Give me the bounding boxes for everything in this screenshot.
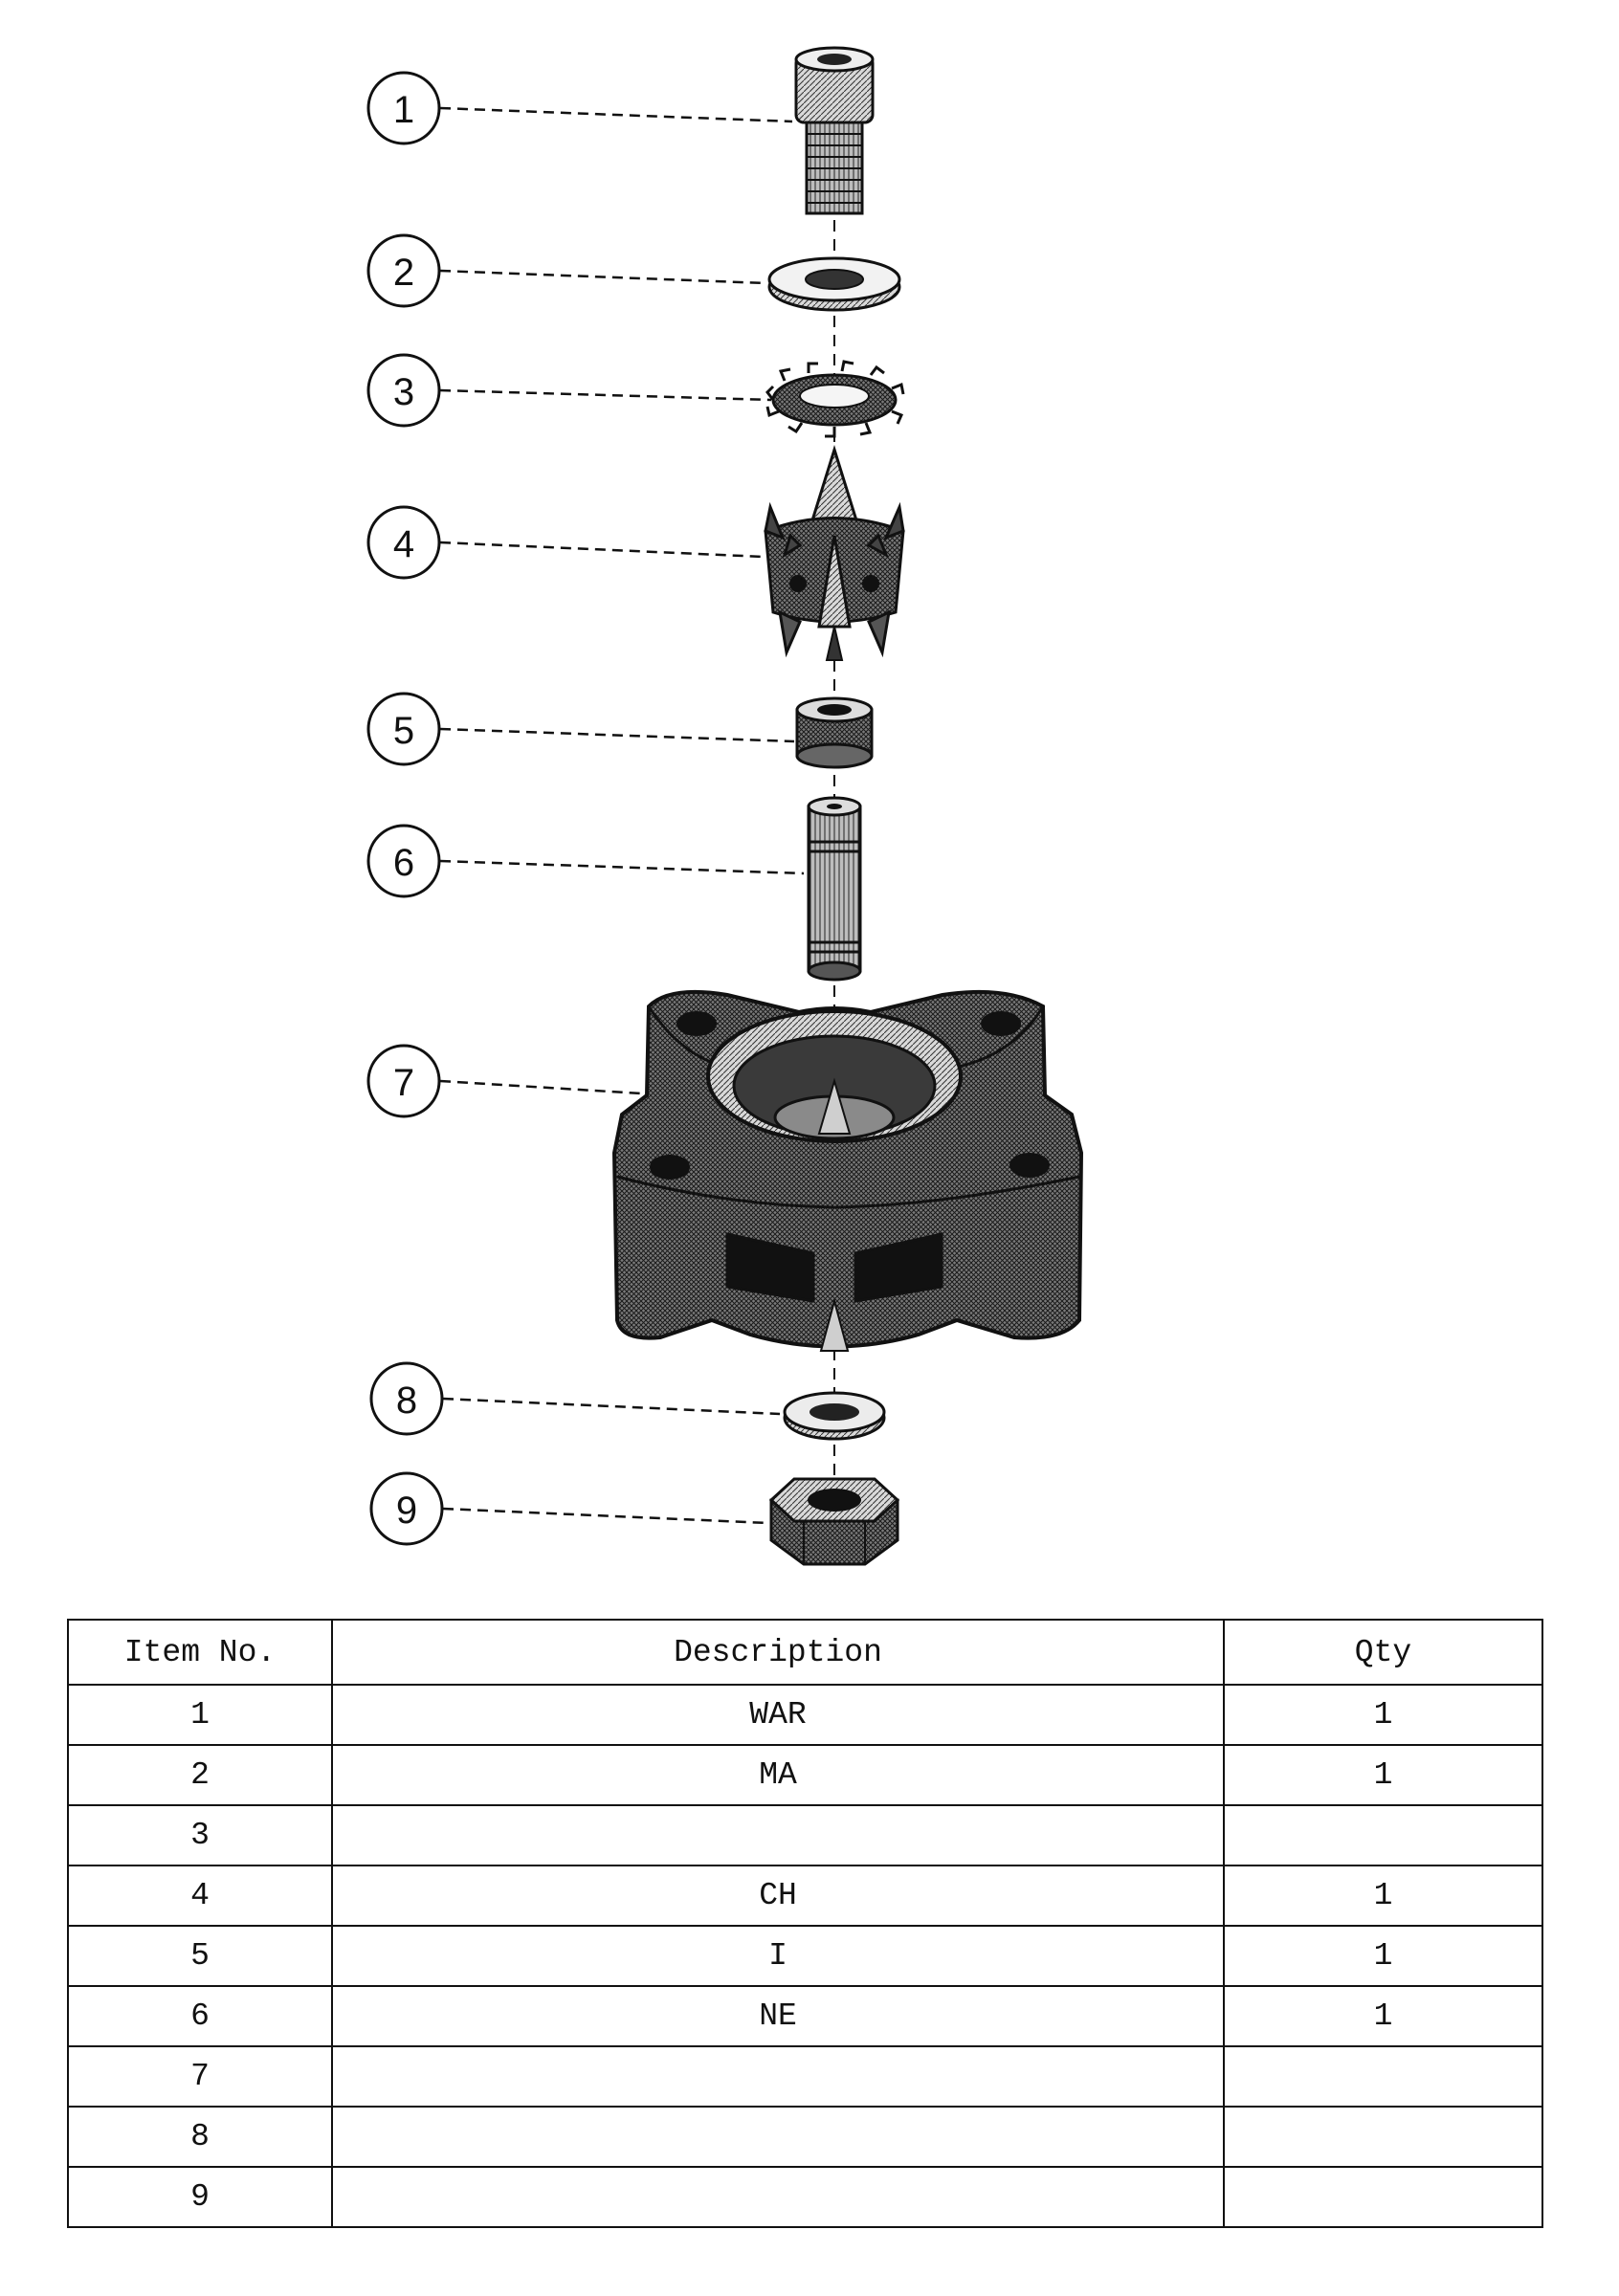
cell-description: I bbox=[331, 1925, 1225, 1987]
cell-qty: 1 bbox=[1223, 1985, 1543, 2047]
leader-line bbox=[442, 1397, 781, 1416]
table-row: 5 I 1 bbox=[67, 1925, 1543, 1987]
leader-line bbox=[439, 269, 766, 285]
table-row: 2 MA 1 bbox=[67, 1744, 1543, 1806]
callout-1: 1 bbox=[366, 71, 793, 145]
cell-description: NE bbox=[331, 1985, 1225, 2047]
table-row: 8 bbox=[67, 2106, 1543, 2168]
pin-shaft bbox=[807, 796, 862, 982]
spiked-crown bbox=[764, 444, 905, 661]
callout-bubble bbox=[366, 692, 441, 766]
cell-item-no: 7 bbox=[67, 2045, 333, 2108]
flat-washer bbox=[767, 256, 901, 312]
callout-4: 4 bbox=[366, 505, 765, 580]
cell-item-no: 2 bbox=[67, 1744, 333, 1806]
cell-qty: 1 bbox=[1223, 1865, 1543, 1927]
callout-number: 3 bbox=[393, 371, 414, 413]
table-row: 6 NE 1 bbox=[67, 1985, 1543, 2047]
cell-qty: 1 bbox=[1223, 1925, 1543, 1987]
callout-bubble bbox=[366, 353, 441, 428]
cell-description bbox=[331, 2106, 1225, 2168]
cell-qty bbox=[1223, 2106, 1543, 2168]
four-lobe-housing bbox=[611, 989, 1084, 1352]
cell-item-no: 8 bbox=[67, 2106, 333, 2168]
cell-item-no: 3 bbox=[67, 1804, 333, 1866]
header-description: Description bbox=[331, 1619, 1225, 1686]
callout-number: 6 bbox=[393, 842, 414, 884]
table-row: 1 WAR 1 bbox=[67, 1684, 1543, 1746]
exploded-assembly-drawing: 1 2 3 4 5 6 7 8 9 bbox=[366, 46, 1084, 1566]
cell-description bbox=[331, 2166, 1225, 2228]
leader-line bbox=[439, 541, 765, 559]
callout-6: 6 bbox=[366, 824, 805, 898]
callout-number: 9 bbox=[396, 1490, 417, 1532]
callout-5: 5 bbox=[366, 692, 795, 766]
callout-number: 8 bbox=[396, 1380, 417, 1422]
callout-bubble bbox=[366, 233, 441, 308]
cell-item-no: 9 bbox=[67, 2166, 333, 2228]
hex-nut bbox=[768, 1477, 900, 1566]
callout-number: 5 bbox=[393, 710, 414, 752]
leader-line bbox=[439, 859, 805, 875]
toothed-lock-washer bbox=[765, 360, 905, 438]
callout-bubble bbox=[366, 1044, 441, 1118]
cell-description bbox=[331, 2045, 1225, 2108]
cell-qty bbox=[1223, 1804, 1543, 1866]
callout-bubble bbox=[369, 1471, 444, 1546]
callout-bubble bbox=[366, 505, 441, 580]
cell-description: MA bbox=[331, 1744, 1225, 1806]
cell-item-no: 4 bbox=[67, 1865, 333, 1927]
table-row: 9 bbox=[67, 2166, 1543, 2228]
callout-number: 2 bbox=[393, 252, 414, 294]
callout-number: 1 bbox=[393, 89, 414, 131]
callout-8: 8 bbox=[369, 1361, 781, 1436]
cell-qty bbox=[1223, 2166, 1543, 2228]
cell-description bbox=[331, 1804, 1225, 1866]
cell-item-no: 5 bbox=[67, 1925, 333, 1987]
callout-3: 3 bbox=[366, 353, 772, 428]
cell-qty: 1 bbox=[1223, 1684, 1543, 1746]
callout-7: 7 bbox=[366, 1044, 642, 1118]
callout-number: 4 bbox=[393, 523, 414, 565]
table-row: 4 CH 1 bbox=[67, 1865, 1543, 1927]
cell-item-no: 1 bbox=[67, 1684, 333, 1746]
cell-qty bbox=[1223, 2045, 1543, 2108]
bill-of-materials-table: Item No. Description Qty 1 WAR 1 2 MA 1 … bbox=[67, 1619, 1543, 2228]
spacer-bushing bbox=[795, 696, 874, 769]
leader-line bbox=[439, 388, 772, 402]
table-header-row: Item No. Description Qty bbox=[67, 1619, 1543, 1686]
table-row: 7 bbox=[67, 2045, 1543, 2108]
callout-bubble bbox=[366, 824, 441, 898]
cell-description: CH bbox=[331, 1865, 1225, 1927]
table-row: 3 bbox=[67, 1804, 1543, 1866]
callout-2: 2 bbox=[366, 233, 766, 308]
cell-item-no: 6 bbox=[67, 1985, 333, 2047]
lower-washer bbox=[783, 1391, 886, 1441]
leader-line bbox=[439, 1079, 642, 1095]
header-item-no: Item No. bbox=[67, 1619, 333, 1686]
cell-description: WAR bbox=[331, 1684, 1225, 1746]
callout-bubble bbox=[366, 71, 441, 145]
callout-number: 7 bbox=[393, 1062, 414, 1104]
header-qty: Qty bbox=[1223, 1619, 1543, 1686]
callout-bubble bbox=[369, 1361, 444, 1436]
leader-line bbox=[442, 1507, 768, 1525]
cell-qty: 1 bbox=[1223, 1744, 1543, 1806]
callout-9: 9 bbox=[369, 1471, 768, 1546]
leader-line bbox=[439, 106, 793, 123]
socket-head-cap-screw bbox=[794, 46, 875, 215]
leader-line bbox=[439, 727, 795, 743]
